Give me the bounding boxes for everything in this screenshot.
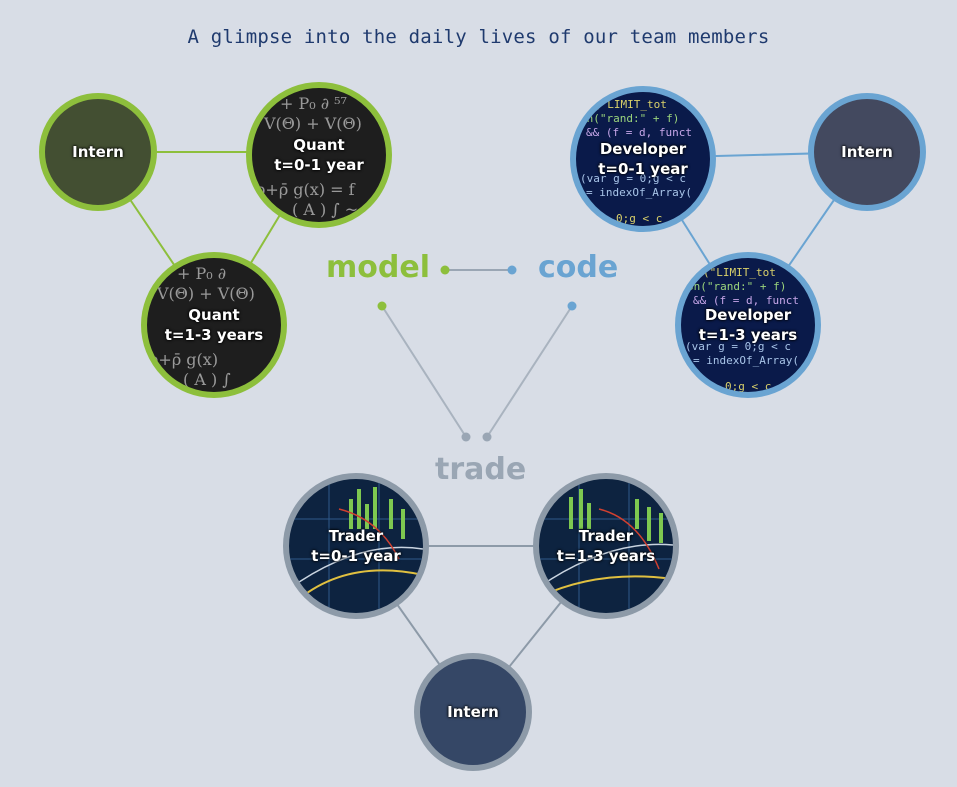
trader-1-3-years-node[interactable]: Trader t=1-3 years [533,473,679,619]
developer-0-1-tenure: t=0-1 year [598,160,688,178]
candlestick-chart-texture [289,479,423,613]
quant-0-1-title: Quant [293,136,345,154]
developer-1-3-title: Developer [704,306,792,324]
developer-0-1-year-node[interactable]: ("LIMIT_tot on("rand:" + f) && (f = d, f… [570,86,716,232]
trade-intern-node[interactable]: Intern [414,653,532,771]
category-label-model: model [326,250,430,285]
candlestick-chart-texture [539,479,673,613]
quant-1-3-tenure: t=1-3 years [164,326,264,344]
model-intern-node[interactable]: Intern [39,93,157,211]
model-intern-label: Intern [72,143,124,161]
category-label-trade: trade [435,452,527,487]
quant-1-3-years-node[interactable]: + P₀ ∂ V(Θ) + V(Θ) ρ+ρ̄ g(x) ( A ) ∫ Qua… [141,252,287,398]
trader-1-3-tenure: t=1-3 years [556,547,656,565]
trader-1-3-title: Trader [578,527,634,545]
code-intern-label: Intern [841,143,893,161]
trader-0-1-tenure: t=0-1 year [311,547,401,565]
quant-0-1-year-node[interactable]: + P₀ ∂ ⁵⁷ V(Θ) + V(Θ) ρ+ρ̄ g(x) = f ( A … [246,82,392,228]
page-title: A glimpse into the daily lives of our te… [187,26,770,48]
trade-intern-label: Intern [447,703,499,721]
developer-1-3-years-node[interactable]: ("LIMIT_tot on("rand:" + f) && (f = d, f… [675,252,821,398]
trader-0-1-title: Trader [328,527,384,545]
code-intern-node[interactable]: Intern [808,93,926,211]
category-label-code: code [538,250,619,285]
trader-0-1-year-node[interactable]: Trader t=0-1 year [283,473,429,619]
quant-1-3-title: Quant [188,306,240,324]
developer-0-1-title: Developer [599,140,687,158]
developer-1-3-tenure: t=1-3 years [698,326,798,344]
quant-0-1-tenure: t=0-1 year [274,156,364,174]
